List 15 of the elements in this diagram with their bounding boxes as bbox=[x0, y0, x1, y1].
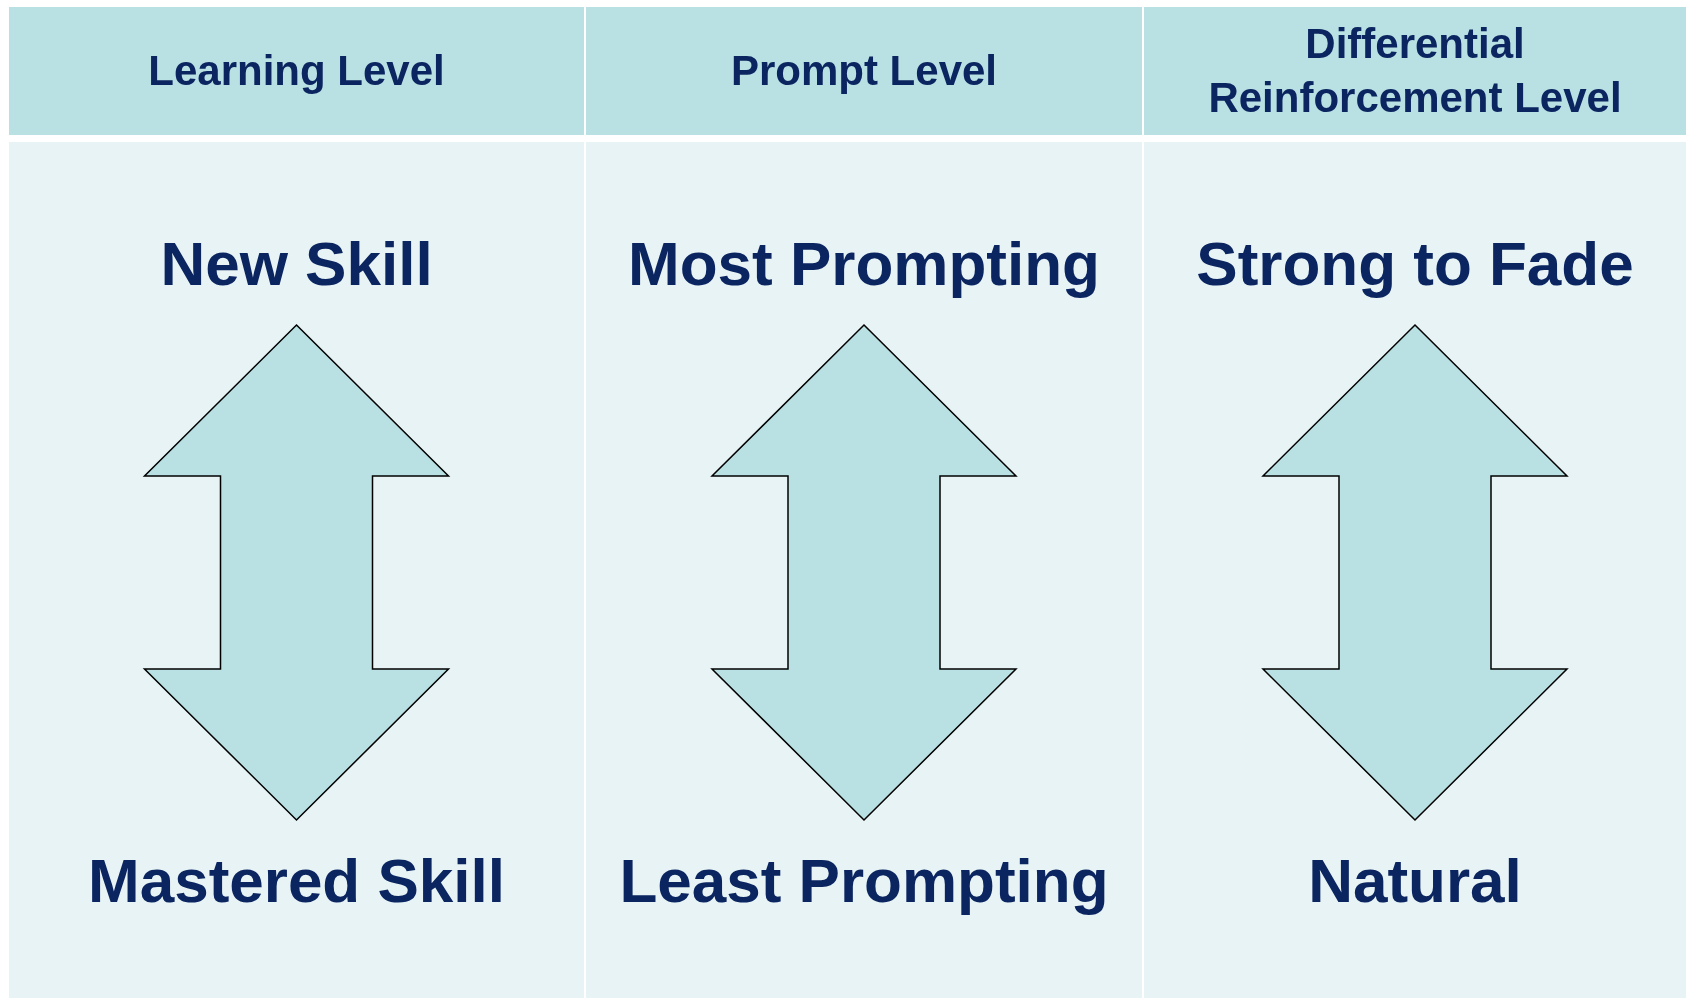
double-block-arrow bbox=[142, 323, 451, 822]
label-text: Strong to Fade bbox=[1196, 228, 1634, 300]
column-header bbox=[586, 7, 1142, 135]
label-text: Natural bbox=[1308, 844, 1522, 916]
label-text: Prompt Level bbox=[730, 46, 998, 97]
label-text: Differential Reinforcement Level bbox=[1207, 19, 1623, 123]
column-header bbox=[9, 7, 584, 135]
column-header bbox=[1144, 7, 1686, 135]
label-text: Most Prompting bbox=[628, 228, 1100, 300]
double-block-arrow bbox=[1261, 323, 1569, 822]
double-block-arrow bbox=[710, 323, 1018, 822]
label-text: Least Prompting bbox=[619, 844, 1109, 916]
label-text: New Skill bbox=[160, 228, 433, 300]
label-text: Learning Level bbox=[148, 46, 445, 97]
label-text: Mastered Skill bbox=[88, 844, 505, 916]
